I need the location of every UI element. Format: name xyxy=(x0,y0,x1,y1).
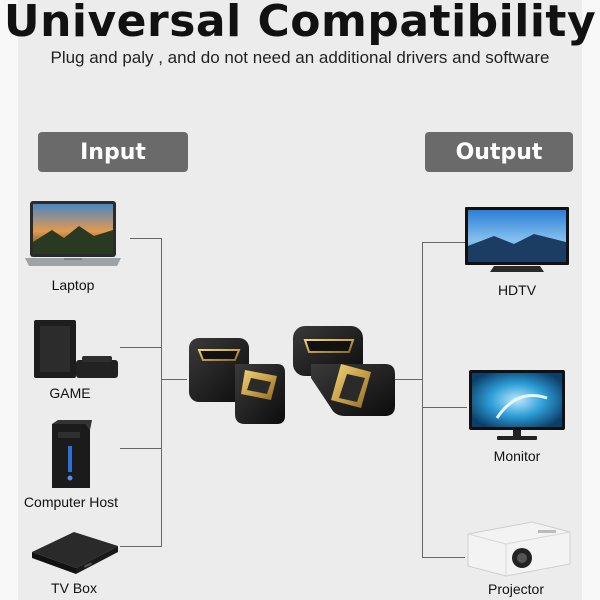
device-label: GAME xyxy=(49,385,91,401)
connector-line xyxy=(422,407,467,408)
device-label: TV Box xyxy=(51,580,97,596)
connector-line xyxy=(422,242,423,558)
connector-line xyxy=(120,347,161,348)
connector-line xyxy=(422,557,465,558)
connector-line xyxy=(120,448,161,449)
projector-icon xyxy=(462,518,574,583)
device-label: Projector xyxy=(487,581,545,597)
output-header: Output xyxy=(425,132,573,172)
game-console-icon xyxy=(32,316,122,385)
monitor-icon xyxy=(467,368,567,447)
connector-line xyxy=(130,238,161,239)
page-subtitle: Plug and paly , and do not need an addit… xyxy=(50,48,550,67)
connector-line xyxy=(161,238,162,547)
laptop-icon xyxy=(24,200,122,275)
tv-box-icon xyxy=(26,526,122,579)
device-label: Laptop xyxy=(51,277,95,293)
left-margin xyxy=(0,0,18,600)
device-label: Monitor xyxy=(493,448,541,464)
connector-line xyxy=(422,242,465,243)
connector-line xyxy=(120,546,161,547)
input-header: Input xyxy=(38,132,188,172)
device-label: HDTV xyxy=(497,282,537,298)
hdmi-adapter-icon xyxy=(185,320,400,435)
right-margin xyxy=(582,0,600,600)
connector-line xyxy=(395,379,422,380)
connector-line xyxy=(161,379,187,380)
device-label: Computer Host xyxy=(23,494,119,510)
page-title: Universal Compatibility xyxy=(3,0,597,47)
computer-tower-icon xyxy=(38,420,100,495)
hdtv-icon xyxy=(464,206,570,281)
